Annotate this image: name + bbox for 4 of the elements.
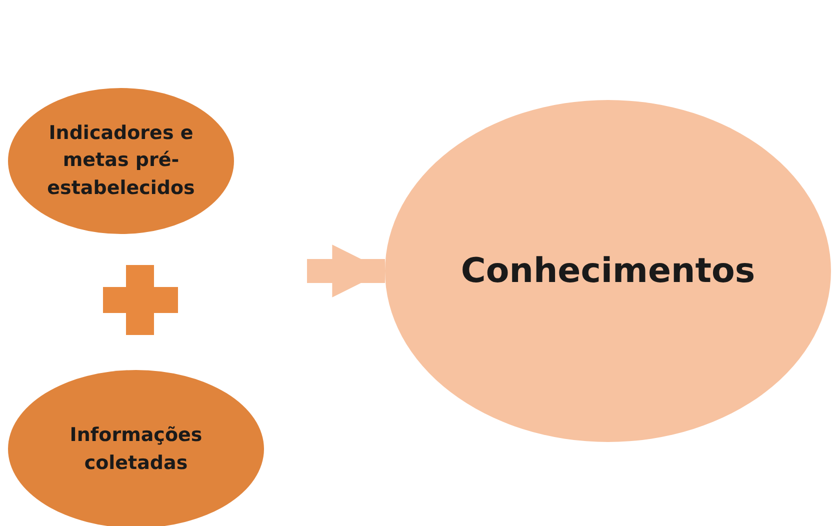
node-label: Indicadores e metas pré-estabelecidos xyxy=(46,120,196,201)
block-arrow xyxy=(307,244,385,298)
node-label: Informações coletadas xyxy=(68,422,204,476)
node-label: Conhecimentos xyxy=(460,250,756,292)
